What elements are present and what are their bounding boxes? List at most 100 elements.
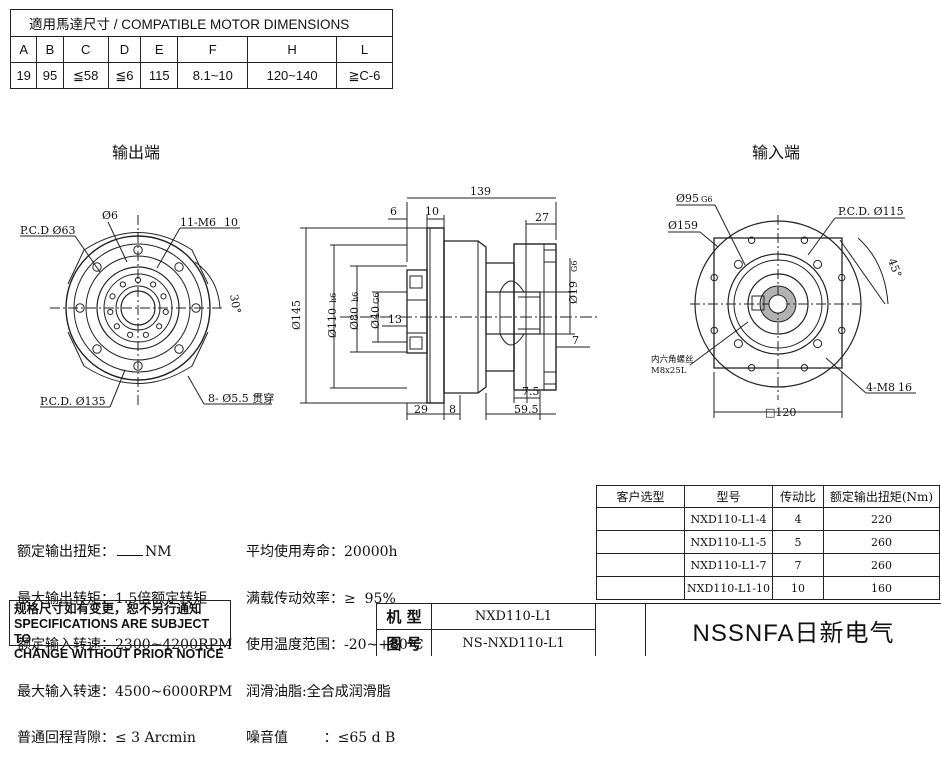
output-tapped-hole xyxy=(113,323,120,330)
spec-label: 额定输出扭矩： xyxy=(17,544,115,560)
spec-item: 润滑油脂:全合成润滑脂 xyxy=(246,683,423,701)
dim-6: 6 xyxy=(390,205,397,218)
table-row: NXD110-L1-10 10 160 xyxy=(596,576,940,600)
dim-header: D xyxy=(107,36,142,63)
dim-29: 29 xyxy=(414,403,428,416)
output-through-hole xyxy=(174,262,184,272)
spec-value: 20000h xyxy=(344,544,398,560)
input-flange-hole xyxy=(800,236,809,244)
table-row: NXD110-L1-4 4 220 xyxy=(596,507,940,531)
dim-59-5: 59.5 xyxy=(514,403,539,416)
output-end-view: P.C.D Ø63 Ø6 11-M6 10 30° P.C.D. Ø135 8-… xyxy=(20,209,274,408)
input-flange-hole xyxy=(838,273,846,282)
output-view-label: 输出端 xyxy=(112,143,160,162)
output-through-hole xyxy=(92,262,102,272)
customer-selection-cell[interactable] xyxy=(596,530,685,554)
torque-cell: 260 xyxy=(823,553,940,577)
spec-item: 使用温度范围：-20~+80℃ xyxy=(246,637,424,654)
customer-selection-cell[interactable] xyxy=(596,507,685,531)
input-view-label: 输入端 xyxy=(752,143,800,162)
torque-blank xyxy=(117,555,143,556)
input-flange-hole xyxy=(800,364,809,372)
dim-d40: Ø40 xyxy=(369,306,382,329)
screw-label-line1: 内六角螺丝 xyxy=(651,354,694,365)
output-through-hole xyxy=(133,245,143,255)
spec-label: 使用温度范围： xyxy=(246,637,344,653)
input-d159-label: Ø159 xyxy=(668,219,698,232)
input-flange-hole xyxy=(838,326,846,335)
drawing-number-value: NS-NXD110-L1 xyxy=(462,635,565,651)
ratio-cell: 7 xyxy=(772,553,824,577)
output-phi6-label: Ø6 xyxy=(102,209,118,222)
customer-selection-cell[interactable] xyxy=(596,576,685,600)
model-col-header: 额定输出扭矩(Nm) xyxy=(823,485,940,508)
input-flange-hole xyxy=(747,364,756,372)
output-m6-depth: 10 xyxy=(224,216,238,229)
input-d95-label: Ø95 xyxy=(676,192,699,205)
dim-header: A xyxy=(9,36,38,63)
dim-8: 8 xyxy=(449,403,456,416)
output-tapped-hole xyxy=(127,331,134,338)
dim-27: 27 xyxy=(535,211,549,224)
output-tapped-hole xyxy=(162,308,169,316)
spec-value: ≤65 d B xyxy=(337,730,396,746)
dim-13: 13 xyxy=(388,313,402,326)
output-tapped-hole xyxy=(107,308,114,316)
table-row: NXD110-L1-7 7 260 xyxy=(596,553,940,577)
spec-item: 普通回程背隙：≤ 3 Arcmin xyxy=(17,730,232,747)
torque-cell: 220 xyxy=(823,507,940,531)
spec-item: 噪音值 ：≤65 d B xyxy=(246,730,423,747)
dim-value: 120~140 xyxy=(247,62,337,89)
change-notice: 规格尺寸如有变更，恕不另行通知 SPECIFICATIONS ARE SUBJE… xyxy=(9,600,231,661)
model-col-header: 传动比 xyxy=(772,485,824,508)
output-pcd135-label: P.C.D. Ø135 xyxy=(40,395,106,408)
output-m6-label: 11-M6 xyxy=(180,216,216,229)
customer-selection-cell[interactable] xyxy=(596,553,685,577)
spec-label: 满载传动效率： xyxy=(246,590,344,607)
dim-d19: Ø19 xyxy=(567,281,580,304)
spec-item: 最大输入转速：4500~6000RPM xyxy=(17,683,232,701)
screw-label-line2: M8x25L xyxy=(651,366,687,376)
input-angle-label: 45° xyxy=(885,257,904,280)
spec-item: 额定输出扭矩： NM xyxy=(17,544,232,561)
spec-value: ≤ 3 Arcmin xyxy=(115,730,196,746)
output-tapped-hole xyxy=(150,281,157,288)
spec-label: 润滑油脂: xyxy=(246,683,307,700)
input-m8-hole xyxy=(733,339,743,349)
spec-label: 最大输入转速： xyxy=(17,683,115,700)
dimension-table-title: 適用馬達尺寸 / COMPATIBLE MOTOR DIMENSIONS xyxy=(10,9,393,37)
output-tapped-hole xyxy=(119,281,126,288)
output-holes-label: 8- Ø5.5 贯穿 xyxy=(208,391,274,405)
model-value: NXD110-L1 xyxy=(474,609,553,624)
output-tapped-hole xyxy=(142,331,149,338)
dim-header: B xyxy=(36,36,64,63)
input-pcd115-label: P.C.D. Ø115 xyxy=(838,205,904,218)
output-through-hole xyxy=(75,303,85,313)
spec-item: 平均使用寿命：20000h xyxy=(246,544,423,561)
output-pcd63-label: P.C.D Ø63 xyxy=(20,224,76,237)
dim-value: ≦6 xyxy=(107,62,142,89)
spec-item: 最大输出转矩：1.5倍额定转矩 xyxy=(17,590,232,608)
spec-value: NM xyxy=(145,544,172,560)
spec-label: 平均使用寿命： xyxy=(246,544,344,560)
dim-d80-tol: h6 xyxy=(351,292,360,302)
dim-d80: Ø80 xyxy=(348,307,361,330)
notice-en-line1: SPECIFICATIONS ARE SUBJECT TO xyxy=(14,617,210,646)
output-tapped-hole xyxy=(109,293,116,300)
model-cell: NXD110-L1-10 xyxy=(684,576,773,600)
model-cell: NXD110-L1-4 xyxy=(684,507,773,531)
spec-value: -20~+80℃ xyxy=(344,637,424,653)
drawing-number-label: 图 号 xyxy=(386,634,422,653)
output-tapped-hole xyxy=(160,293,167,300)
ratio-cell: 5 xyxy=(772,530,824,554)
dim-139: 139 xyxy=(470,185,491,198)
company-name: NSSNFA日新电气 xyxy=(692,619,895,647)
dim-value: ≧C-6 xyxy=(335,62,394,89)
model-label: 机 型 xyxy=(386,608,422,626)
dim-d40-tol: G6 xyxy=(372,293,381,304)
spec-value: 1.5倍额定转矩 xyxy=(115,590,208,607)
table-row: NXD110-L1-5 5 260 xyxy=(596,530,940,554)
output-angle-label: 30° xyxy=(227,293,243,314)
dim-7: 7 xyxy=(572,334,579,347)
spec-label: 最大输出转矩： xyxy=(17,590,115,607)
